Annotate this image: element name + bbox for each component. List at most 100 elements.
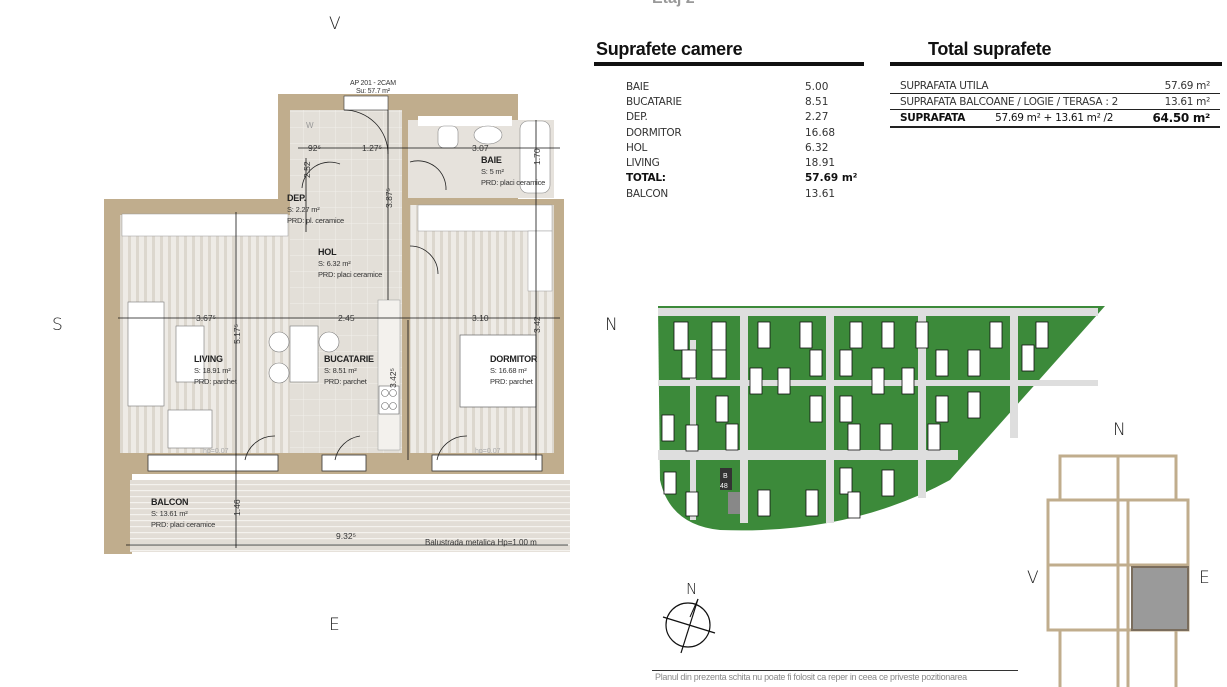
footnote-rule — [652, 670, 1018, 671]
highlighted-building-annex — [728, 492, 740, 514]
label-living: LIVING S: 18.91 m² PRD: parchet — [194, 354, 237, 387]
row-value: 57.69 m² — [805, 172, 858, 185]
room-name: BAIE — [481, 155, 502, 165]
row-label: SUPRAFATA UTILA — [900, 79, 989, 92]
room-floor: PRD: parchet — [490, 377, 533, 386]
living-wardrobe — [121, 213, 289, 237]
footnote: Planul din prezenta schita nu poate fi f… — [655, 672, 967, 682]
room-area: S: 18.91 m² — [194, 366, 231, 375]
room-floor: PRD: parchet — [194, 377, 237, 386]
dim-hol-width: 1.27⁵ — [362, 143, 383, 153]
chair-icon — [318, 331, 340, 353]
label-baie: BAIE S: 5 m² PRD: placi ceramice — [481, 155, 545, 188]
burner — [389, 389, 397, 397]
label-dep: DEP. S: 2.27 m² PRD: pl. ceramice — [287, 193, 344, 226]
stove-icon — [378, 385, 400, 415]
window-living — [147, 454, 279, 472]
room-name: HOL — [318, 247, 337, 257]
dim-hol-height: 3.87⁵ — [384, 187, 394, 208]
row-name: DEP. — [626, 111, 648, 124]
site-buildings — [661, 321, 1049, 519]
dim-balcon-width: 9.32⁵ — [336, 531, 357, 541]
orientation-right-label: N — [605, 315, 618, 335]
row-name: BALCON — [626, 187, 668, 200]
window-bucatarie — [321, 454, 367, 472]
dormitor-wardrobe-side — [527, 230, 553, 292]
room-area: S: 8.51 m² — [324, 366, 357, 375]
orientation-bottom-label: E — [329, 615, 340, 635]
label-balcon: BALCON S: 13.61 m² PRD: placi ceramice — [151, 497, 215, 530]
row-value: 13.61 — [805, 187, 836, 200]
highlighted-building — [720, 468, 732, 490]
armchair-icon — [167, 409, 213, 449]
room-name: DORMITOR — [490, 354, 538, 364]
room-floor: PRD: pl. ceramice — [287, 216, 345, 225]
row-value: 18.91 — [805, 157, 836, 170]
dim-baie-height: 1.70 — [532, 148, 542, 165]
row-formula: 57.69 m² + 13.61 m² /2 — [995, 112, 1114, 124]
window-sill-living: hp=0.07 — [203, 448, 229, 455]
row-label: SUPRAFATA — [900, 112, 966, 124]
keyplan-north-label: N — [1113, 420, 1126, 440]
railing-note: Balustrada metalica Hp=1.00 m — [425, 538, 537, 547]
table-row-final: SUPRAFATA 57.69 m² + 13.61 m² /2 64.50 m² — [890, 110, 1220, 128]
table-row: BALCON 13.61 — [626, 186, 866, 201]
row-label: SUPRAFATA BALCOANE / LOGIE / TERASA : 2 — [900, 95, 1118, 108]
room-name: DEP. — [287, 193, 307, 203]
row-value: 8.51 — [805, 95, 829, 108]
room-floor: PRD: placi ceramice — [318, 270, 383, 279]
site-plan: B 48 — [658, 306, 1105, 531]
north-arrow-icon — [662, 598, 716, 654]
building-key-plan — [1046, 454, 1190, 687]
totals-section-rule — [890, 62, 1222, 66]
bathtub-icon — [519, 120, 551, 194]
dim-dormitor-width: 3.10 — [472, 313, 489, 323]
room-floor: PRD: placi ceramice — [481, 178, 546, 187]
chair-icon — [268, 331, 290, 353]
rooms-section-title: Suprafete camere — [596, 39, 743, 59]
baie-counter — [418, 116, 512, 126]
row-value: 64.50 m² — [1152, 111, 1211, 125]
label-dormitor: DORMITOR S: 16.68 m² PRD: parchet — [490, 354, 537, 387]
room-area: S: 5 m² — [481, 167, 504, 176]
keyplan-east-label: E — [1199, 568, 1210, 588]
keyplan-west-label: V — [1027, 568, 1039, 588]
row-name: HOL — [626, 141, 648, 154]
room-balcon — [130, 480, 570, 552]
totals-section-title: Total suprafete — [928, 39, 1052, 59]
room-area: S: 16.68 m² — [490, 366, 527, 375]
dimension-lines — [118, 110, 568, 548]
coffee-table-icon — [175, 325, 205, 383]
dormitor-wardrobe — [417, 204, 553, 232]
dim-baie-width: 3.07 — [472, 143, 489, 153]
dim-living-height: 5.17⁵ — [232, 323, 242, 344]
dim-bucatarie-width: 2.45 — [338, 313, 355, 323]
dim-balcon-depth: 1.46 — [232, 499, 242, 516]
dim-dep-height: 2.52 — [302, 161, 312, 178]
window-dormitor — [431, 454, 543, 472]
label-bucatarie: BUCATARIE S: 8.51 m² PRD: parchet — [324, 354, 374, 387]
bed-icon — [459, 334, 537, 408]
row-value: 2.27 — [805, 111, 829, 124]
room-name: BALCON — [151, 497, 189, 507]
label-hol: HOL S: 6.32 m² PRD: placi ceramice — [318, 247, 382, 280]
row-name: TOTAL: — [626, 172, 666, 185]
burner — [389, 402, 397, 410]
toilet-icon — [437, 125, 459, 149]
dining-table-icon — [289, 325, 319, 383]
orientation-left-label: S — [52, 315, 63, 335]
apartment-code: AP 201 - 2CAM — [350, 80, 396, 87]
dim-bucatarie-height: 3.42⁵ — [388, 367, 398, 388]
row-name: BAIE — [626, 80, 649, 93]
floor-label: Etaj 2 — [652, 0, 695, 8]
window-sill-dormitor: hp=0.07 — [475, 448, 501, 455]
